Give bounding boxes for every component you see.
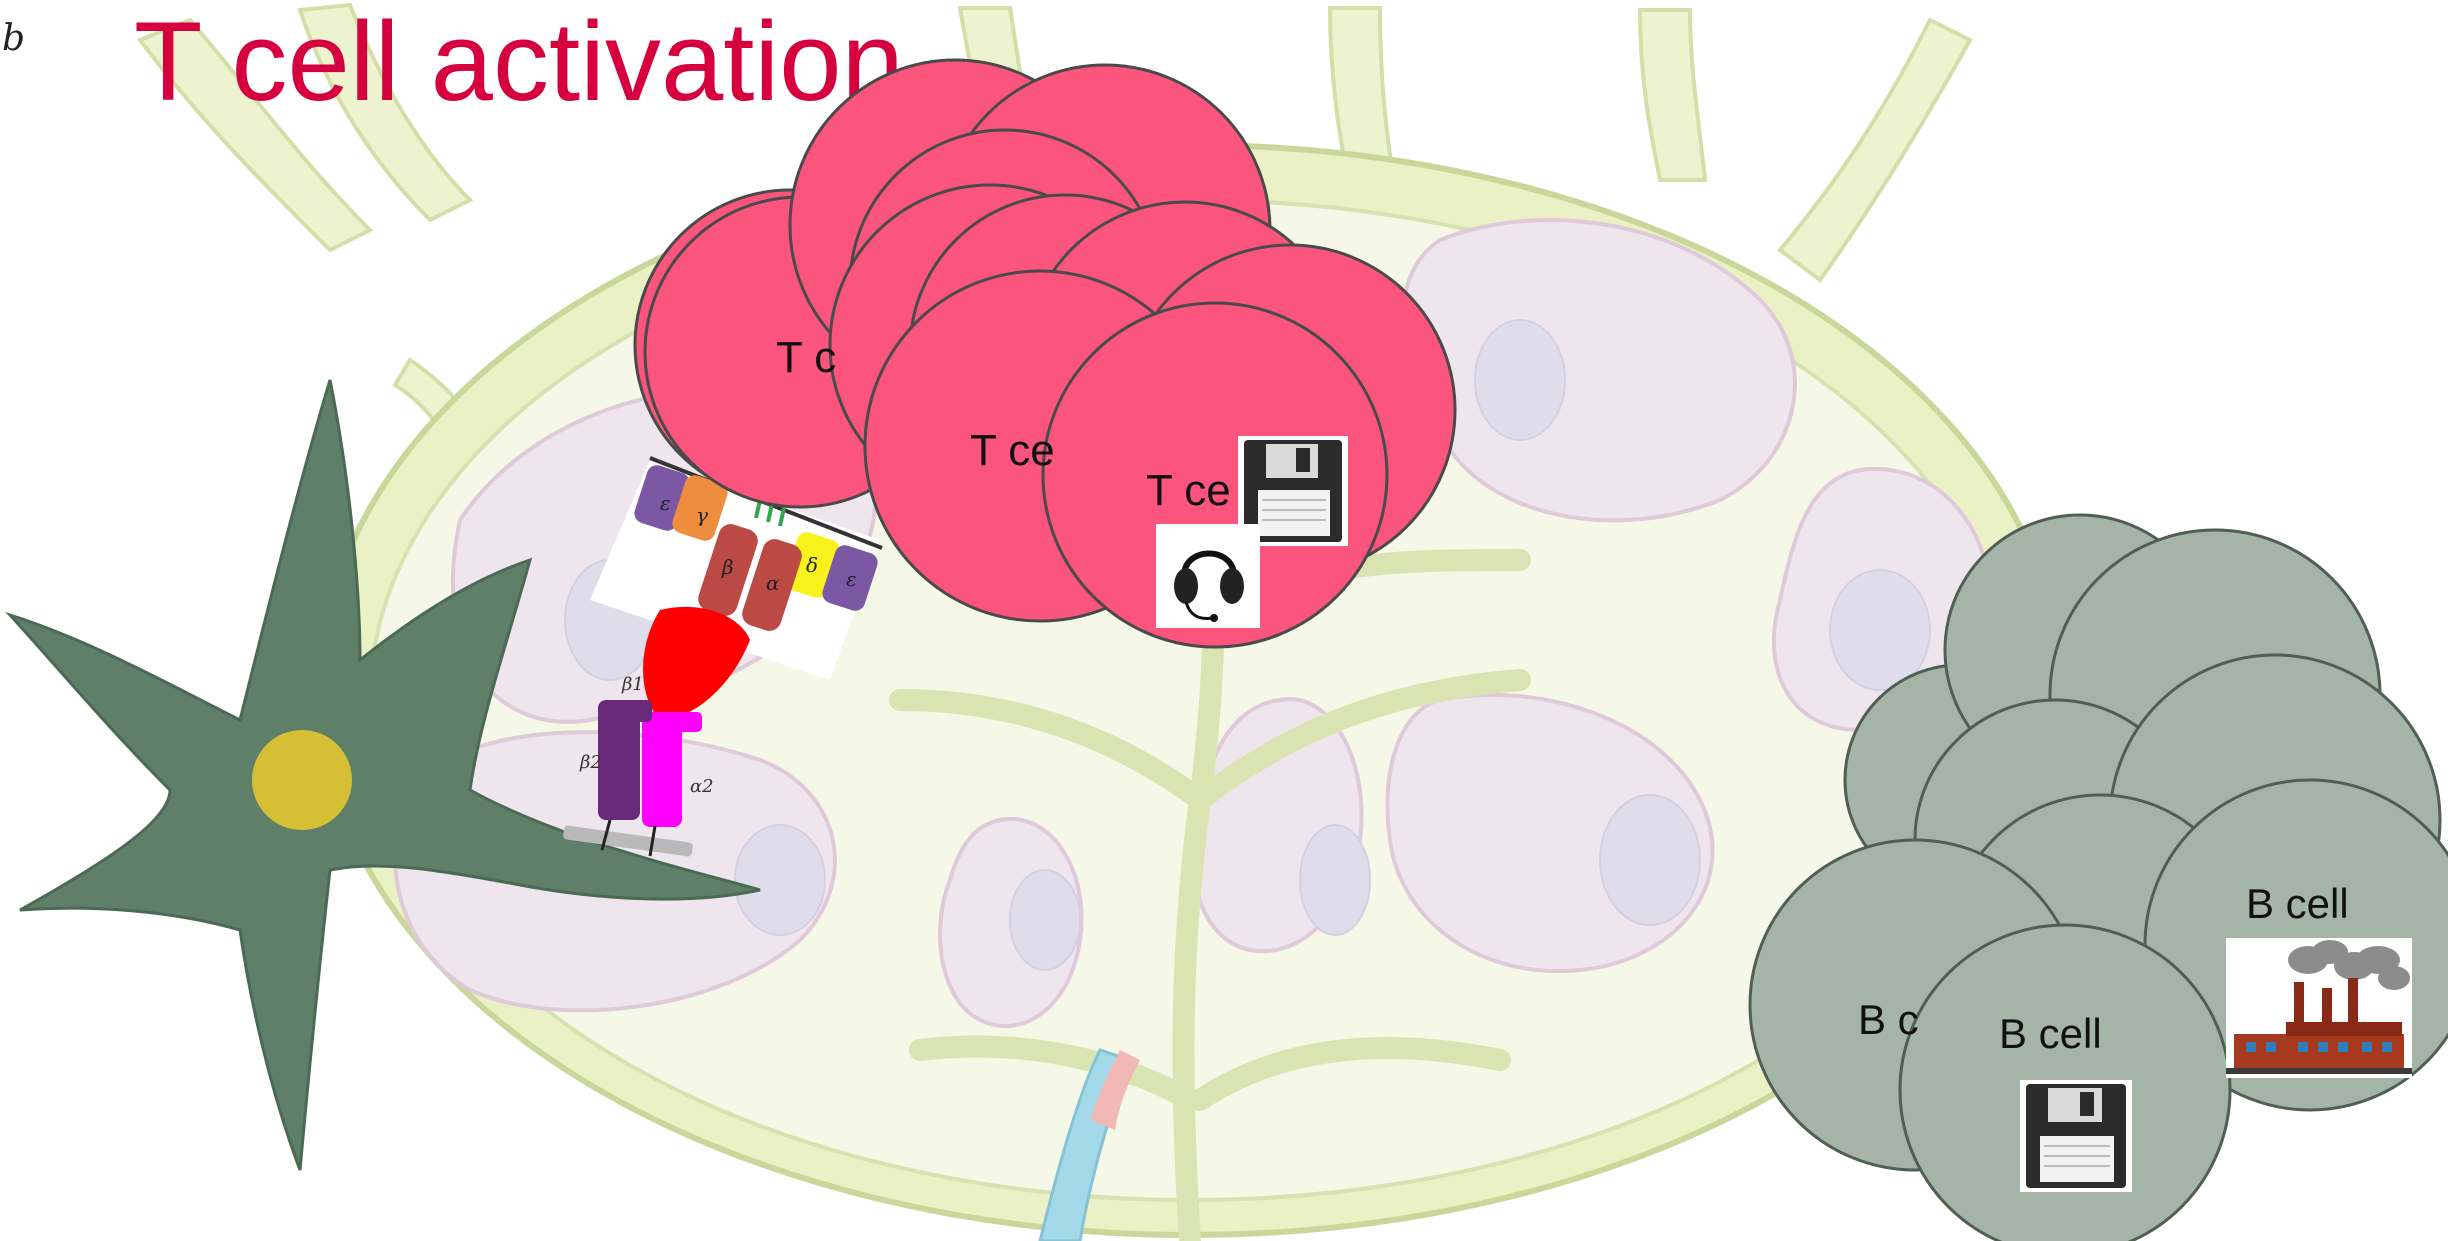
dendritic-cell-nucleus	[252, 730, 352, 830]
chain-label-delta: δ	[806, 553, 818, 577]
b-cell-label: B cell	[2246, 880, 2349, 927]
t-cell-label: T c	[776, 333, 836, 382]
mhc-label-beta2: β2	[579, 752, 602, 773]
chain-label-beta: β	[721, 555, 734, 579]
chain-label-gamma: γ	[696, 503, 708, 527]
t-cell-label: T ce	[970, 426, 1055, 475]
mhc-label-beta1: β1	[621, 674, 644, 695]
mhc-label-alpha2: α2	[690, 776, 714, 797]
chain-label-epsilon-right: ε	[846, 567, 857, 591]
b-cell-label: B c	[1858, 996, 1919, 1043]
b-cell-label: B cell	[1999, 1010, 2102, 1057]
slide-title: T cell activation	[134, 0, 904, 124]
floppy-disk-icon	[2020, 1080, 2132, 1192]
chain-label-alpha: α	[766, 571, 780, 595]
chain-label-epsilon-left: ε	[660, 491, 671, 515]
factory-icon	[2226, 938, 2412, 1078]
slide-letter: b	[2, 18, 25, 59]
t-cell-label: T ce	[1146, 466, 1231, 515]
headset-icon	[1156, 524, 1260, 628]
